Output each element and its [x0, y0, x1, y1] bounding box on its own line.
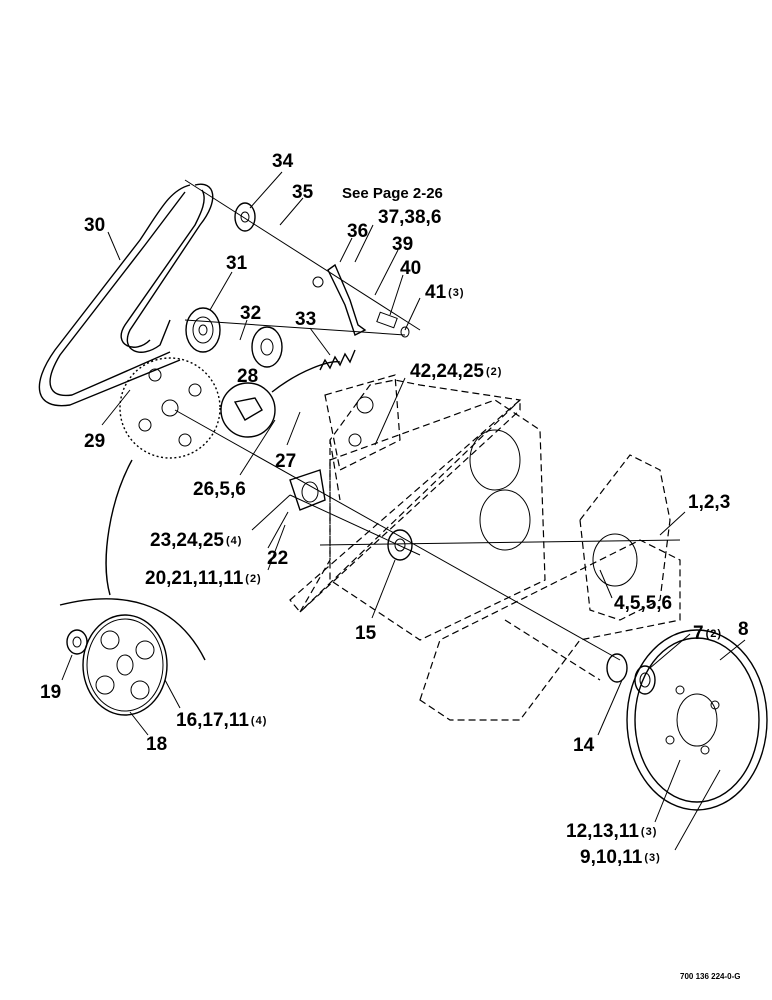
callout-37-38-6: 37,38,6 [378, 207, 442, 228]
shaft-lines [174, 179, 681, 661]
side-plate-left [324, 374, 401, 471]
leader-lines [61, 171, 746, 851]
large-pulley-8 [626, 629, 768, 811]
spring-33 [319, 349, 356, 371]
callout-16-17-11: 16,17,11(4) [176, 710, 268, 731]
callout-8: 8 [738, 619, 749, 640]
callout-33: 33 [295, 309, 317, 330]
pulley-31 [185, 307, 221, 353]
callout-7: 7(2) [693, 623, 723, 644]
callout-12-13-11: 12,13,11(3) [566, 821, 658, 842]
callout-18: 18 [146, 734, 168, 755]
v-belt [38, 183, 214, 407]
bearings-7-14 [606, 653, 656, 695]
callout-41: 41(3) [425, 282, 465, 303]
callout-26-5-6: 26,5,6 [193, 479, 246, 500]
frame-panel-center [329, 399, 546, 641]
bearing-15 [387, 529, 413, 561]
hub-19 [66, 629, 88, 655]
side-plate-right [579, 454, 671, 621]
idler-arm-36 [312, 263, 367, 336]
callout-23-24-25: 23,24,25(4) [150, 530, 243, 551]
see-page-note: See Page 2-26 [342, 185, 443, 202]
callout-36: 36 [347, 221, 369, 242]
callout-1-2-3: 1,2,3 [688, 492, 731, 513]
callout-9-10-11: 9,10,11(3) [580, 847, 661, 868]
bushing-40-41 [376, 311, 410, 338]
sprocket-29 [119, 357, 221, 459]
callout-40: 40 [400, 258, 422, 279]
callout-20-21-11-11: 20,21,11,11(2) [145, 568, 262, 589]
callout-35: 35 [292, 182, 314, 203]
callout-31: 31 [226, 253, 248, 274]
callout-34: 34 [272, 151, 294, 172]
callout-39: 39 [392, 234, 414, 255]
callout-27: 27 [275, 451, 297, 472]
callout-32: 32 [240, 303, 262, 324]
callout-42-24-25: 42,24,25(2) [410, 361, 503, 382]
callout-28: 28 [237, 366, 259, 387]
pulley-32 [251, 326, 283, 368]
detail-circle-28 [220, 361, 341, 438]
callout-29: 29 [84, 431, 106, 452]
frame-panel-lower [419, 539, 681, 721]
callout-15: 15 [355, 623, 377, 644]
callout-19: 19 [40, 682, 62, 703]
hub-plate-22 [289, 469, 326, 511]
callout-22: 22 [267, 548, 289, 569]
idler-pulley-34 [234, 202, 256, 232]
document-number: 700 136 224-0-G [680, 972, 741, 981]
detail-arc [59, 459, 206, 661]
callout-14: 14 [573, 735, 595, 756]
callout-30: 30 [84, 215, 106, 236]
sprocket-18 [82, 614, 168, 716]
callout-4-5-5-6: 4,5,5,6 [614, 593, 673, 614]
